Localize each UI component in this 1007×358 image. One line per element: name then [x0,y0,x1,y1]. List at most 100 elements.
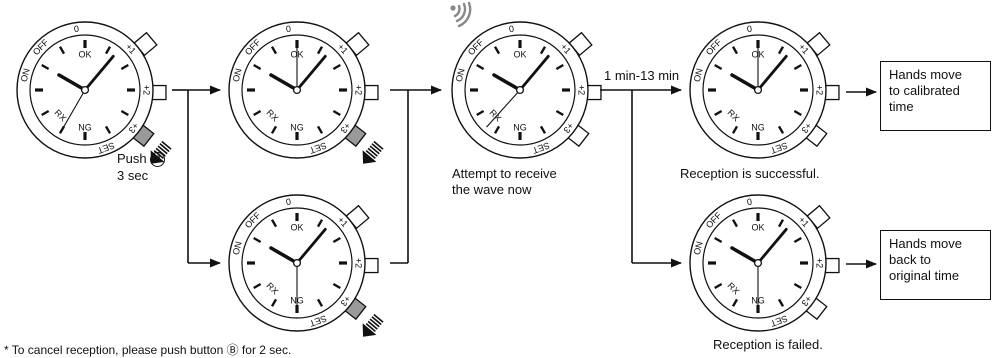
attempt-caption-line1: Attempt to receive [452,166,557,181]
hour-tick [777,125,785,134]
hour-tick [731,298,739,307]
success-caption: Reception is successful. [680,166,820,181]
hour-tick [270,125,278,134]
ng-label: NG [290,122,304,132]
bezel-label: 0 [746,197,752,208]
hour-tick [555,63,564,71]
hour-hand [730,73,760,92]
bezel-label: 0 [508,24,514,35]
bezel-label: +3 [338,121,352,135]
minute-hand [83,54,115,92]
hour-tick [493,46,501,55]
result-failed-line: original time [889,268,960,283]
hour-tick [316,125,324,134]
hour-tick [777,219,785,228]
watch-layer: ONOFF0+1+2+3SETOKNGRXONOFF0+1+2+3SETOKNG… [16,21,840,337]
result-failed-line: back to [889,252,931,267]
duration-label: 1 min-13 min [604,68,680,83]
hour-tick [253,109,262,117]
hour-tick [793,282,802,290]
hand-pivot [753,258,763,268]
bezel-label: +3 [338,294,352,308]
hour-tick [253,63,262,71]
hour-tick [253,282,262,290]
bezel-label: +3 [799,121,813,135]
flow-connectors [172,85,878,269]
press-arrow-icon [362,140,384,164]
hour-tick [270,219,278,228]
hour-hand [730,246,760,265]
hour-tick [555,109,564,117]
minute-hand [756,227,788,265]
hour-tick [270,298,278,307]
second-hand [486,89,521,128]
hour-tick [316,219,324,228]
result-box-failed: Hands move back to original time [880,230,991,300]
bezel-label: +2 [142,85,152,95]
hour-tick [332,282,341,290]
hour-hand [269,73,299,92]
hand-pivot [80,85,90,95]
ng-label: NG [513,122,527,132]
hour-tick [714,236,723,244]
bezel-label: ON [231,240,244,256]
hour-tick [714,109,723,117]
hour-tick [120,109,129,117]
bezel-label: +2 [354,258,364,268]
failed-caption: Reception is failed. [713,337,823,352]
hour-hand [492,73,522,92]
hour-tick [270,46,278,55]
hour-tick [253,236,262,244]
ok-label: OK [290,222,303,232]
result-success-line: Hands move [889,67,962,82]
hour-tick [714,63,723,71]
result-success-line: time [889,99,914,114]
bezel-label: +3 [126,121,140,135]
second-hand [59,89,86,134]
ok-label: OK [513,49,526,59]
bezel-label: +2 [815,258,825,268]
hour-tick [731,125,739,134]
hour-tick [316,46,324,55]
hour-tick [731,46,739,55]
bezel-label: +3 [799,294,813,308]
hour-tick [332,236,341,244]
hour-tick [104,125,112,134]
bezel-label: 0 [285,197,291,208]
hour-tick [332,109,341,117]
minute-hand [295,227,327,265]
hand-pivot [753,85,763,95]
press-arrow-icon [362,313,384,337]
push-text: Push [117,151,151,166]
hour-tick [332,63,341,71]
hour-hand [57,73,87,92]
push-duration-caption: 3 sec [117,168,149,183]
minute-hand [295,54,327,92]
bezel-label: 0 [73,24,79,35]
push-button-caption: Push B [117,151,166,168]
hour-tick [104,46,112,55]
hour-hand [269,246,299,265]
hour-tick [777,298,785,307]
bezel-label: +2 [577,85,587,95]
hour-tick [714,282,723,290]
bezel-label: ON [19,67,32,83]
attempt-caption-line2: the wave now [452,182,532,197]
minute-hand [518,54,550,92]
ng-label: NG [751,122,765,132]
hour-tick [58,46,66,55]
bezel-label: ON [231,67,244,83]
result-failed-line: Hands move [889,236,962,251]
cancel-footnote: * To cancel reception, please push butto… [4,343,292,357]
bezel-label: +2 [815,85,825,95]
bezel-label: ON [692,67,705,83]
minute-hand [756,54,788,92]
bezel-label: ON [692,240,705,256]
hour-tick [493,125,501,134]
